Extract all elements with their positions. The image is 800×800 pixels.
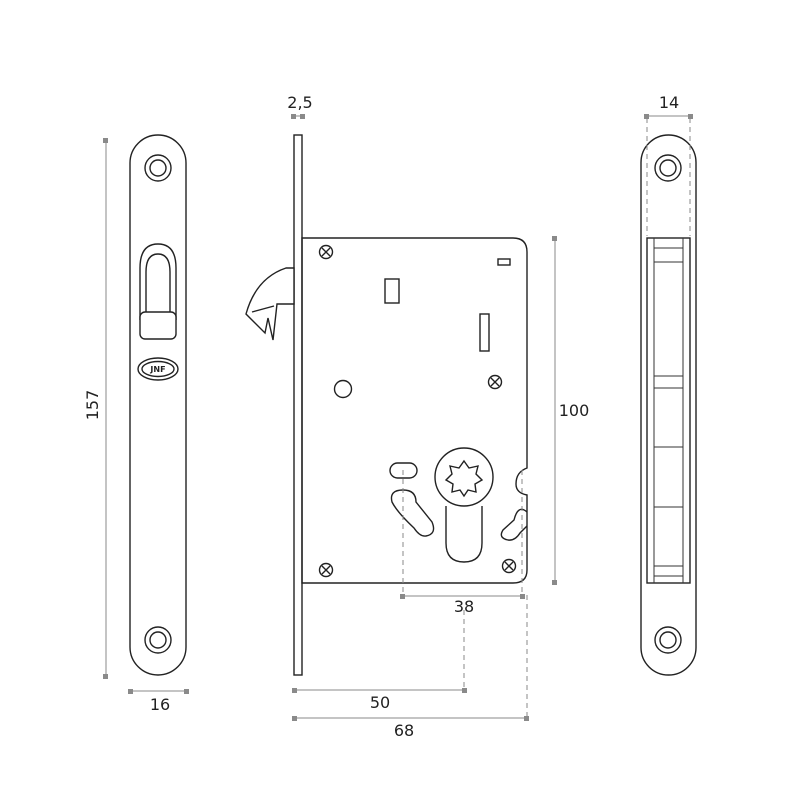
rear-top-screw-hole [654,154,682,182]
dimension-label-68: 68 [394,721,414,740]
case-screw-bottom-left [318,562,334,578]
latch-bolt [245,267,295,341]
dimension-rear-width: 14 [644,93,693,119]
cylinder-profile-cutout [445,506,483,563]
rear-lock-case-edge [646,237,691,584]
dimension-label-50: 50 [370,693,390,712]
side-faceplate [293,134,303,676]
dimension-label-157: 157 [83,390,102,421]
dimension-backset: 50 [292,688,467,712]
dimension-faceplate-thickness: 2,5 [287,93,313,119]
brand-logo-text: JNF [149,365,165,374]
dimension-label-38: 38 [454,597,474,616]
left-mounting-slots [389,462,435,537]
dimension-total-depth: 68 [292,716,529,740]
rear-bottom-screw-hole [654,626,682,654]
latch-hook-opening [139,243,177,340]
case-slot-small [497,258,511,266]
lock-case [301,237,528,584]
dimension-label-2-5: 2,5 [287,93,312,112]
right-mounting-slots [500,508,528,541]
dimension-body-height: 100 [552,236,589,585]
dimension-label-100: 100 [559,401,590,420]
case-screw-bottom-right [501,558,517,574]
case-slot-vertical [479,313,490,352]
faceplate-bottom-screw-hole [144,626,172,654]
dimension-cylinder-spacing: 38 [400,594,525,616]
dimension-label-16: 16 [150,695,170,714]
lock-body-side-view: 2,5 100 38 50 68 [245,93,589,740]
dimension-faceplate-length: 157 [83,138,108,679]
spindle-follower [434,447,494,507]
case-round-hole [333,379,353,399]
faceplate-outline [129,134,187,676]
rear-faceplate-view: 14 [640,93,697,676]
faceplate-front-view: JNF 157 16 [83,134,189,714]
brand-logo: JNF [137,357,179,381]
dimension-label-14: 14 [659,93,679,112]
dimension-faceplate-width: 16 [128,689,189,714]
faceplate-top-screw-hole [144,154,172,182]
case-screw-middle-right [487,374,503,390]
case-slot-upper [384,278,400,304]
rear-faceplate-outline [640,134,697,676]
case-screw-top-left [318,244,334,260]
